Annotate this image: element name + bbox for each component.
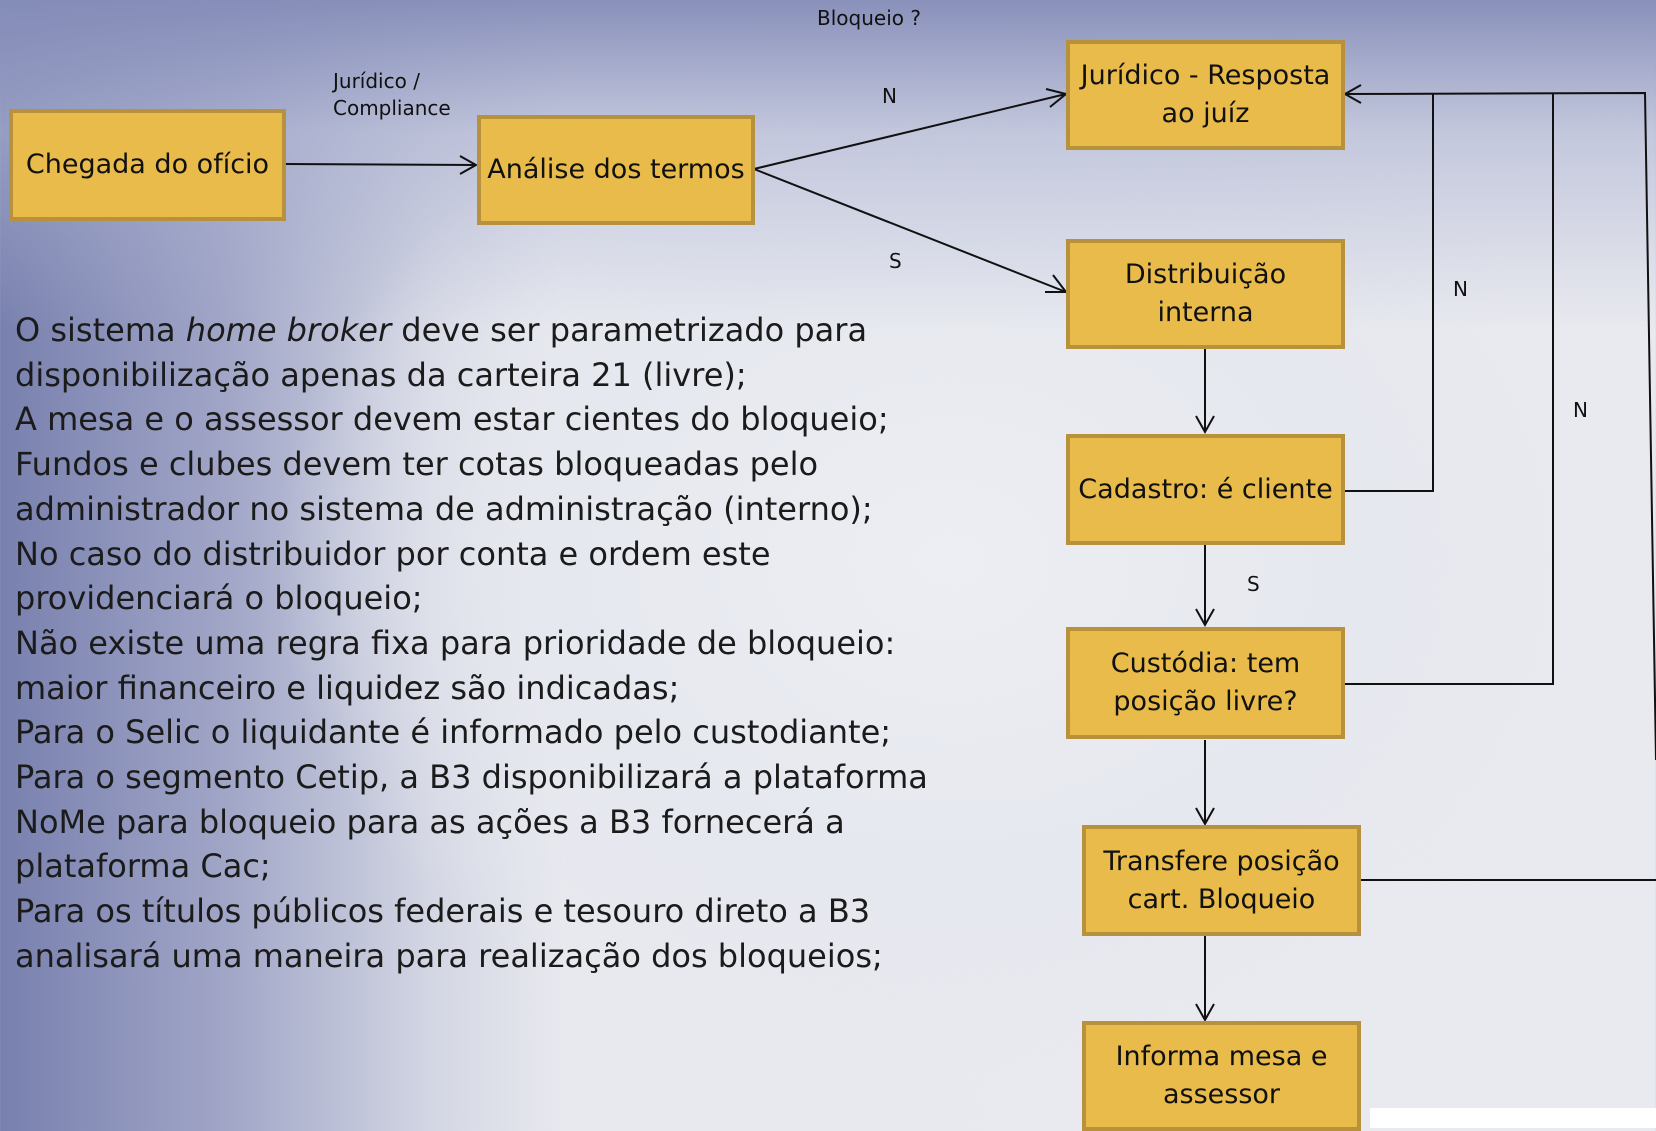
note-item: Fundos e clubes devem ter cotas bloquead…: [15, 445, 873, 528]
edge-cadastro-juridico: [1344, 93, 1434, 492]
arrowhead-cadastro: [1195, 415, 1215, 435]
note-item: Para os títulos públicos federais e teso…: [15, 892, 883, 975]
corner-logo-strip: [1370, 1108, 1656, 1128]
arrowhead-analise: [459, 155, 479, 175]
label-n-right1: N: [1453, 277, 1468, 301]
label-s-low: S: [1247, 572, 1260, 596]
label-n-right2: N: [1573, 398, 1588, 422]
arrowhead-transfere: [1195, 807, 1215, 827]
node-distribuicao-interna: Distribuição interna: [1066, 239, 1345, 349]
arrowhead-informa: [1195, 1003, 1215, 1023]
node-transfere-posicao: Transfere posição cart. Bloqueio: [1082, 825, 1361, 936]
node-juridico-resposta: Jurídico - Resposta ao juíz: [1066, 40, 1345, 150]
label-n-top: N: [882, 84, 897, 108]
arrowhead-custodia: [1195, 608, 1215, 628]
note-item: Para o Selic o liquidante é informado pe…: [15, 713, 892, 752]
edge-analise-juridico: [753, 93, 1067, 170]
node-analise-dos-termos: Análise dos termos: [477, 115, 755, 225]
note-item: Para o segmento Cetip, a B3 disponibiliz…: [15, 758, 928, 886]
edge-custodia-juridico: [1344, 93, 1554, 685]
node-custodia-posicao-livre: Custódia: tem posição livre?: [1066, 627, 1345, 739]
note-item: No caso do distribuidor por conta e orde…: [15, 534, 771, 618]
label-s-mid: S: [889, 249, 902, 273]
node-informa-mesa-assessor: Informa mesa e assessor: [1082, 1021, 1361, 1131]
note-emphasis: home broker: [185, 311, 392, 349]
node-cadastro-e-cliente: Cadastro: é cliente: [1066, 434, 1345, 545]
arrowhead-distribuicao: [1045, 274, 1069, 293]
edge-chegada-analise: [283, 163, 477, 166]
note-item: Não existe uma regra fixa para prioridad…: [15, 623, 896, 707]
node-chegada-do-oficio: Chegada do ofício: [9, 109, 286, 221]
note-item: O sistema home broker deve ser parametri…: [15, 311, 868, 394]
edge-analise-distribuicao: [753, 168, 1067, 293]
label-juridico-compliance: Jurídico / Compliance: [333, 69, 451, 120]
edge-return-juridico: [1343, 91, 1656, 761]
label-bloqueio-question: Bloqueio ?: [817, 6, 921, 30]
note-item: A mesa e o assessor devem estar cientes …: [15, 400, 889, 439]
arrowhead-juridico-return: [1342, 84, 1362, 104]
notes-list: O sistema home broker deve ser parametri…: [15, 308, 965, 979]
